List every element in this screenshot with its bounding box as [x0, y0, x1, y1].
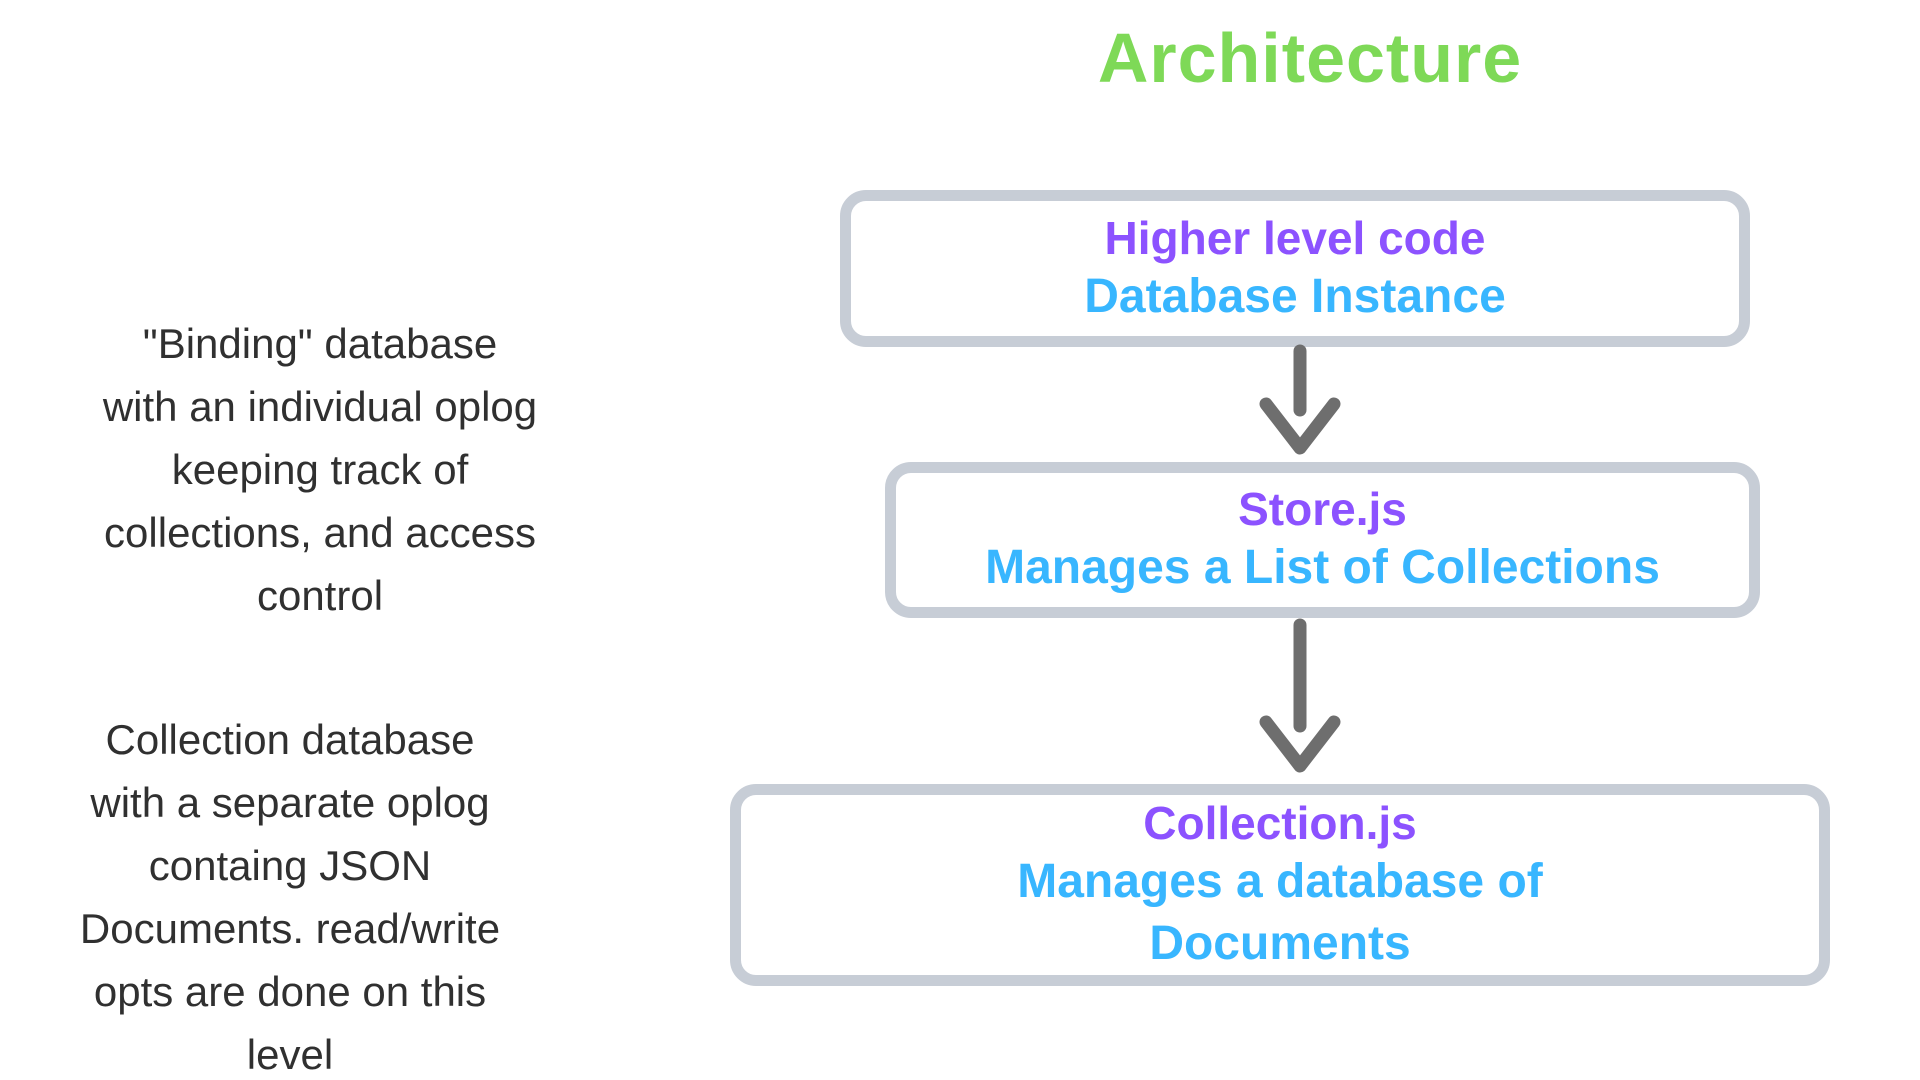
down-arrow-icon [1259, 344, 1341, 455]
node-database-instance: Higher level code Database Instance [840, 190, 1750, 347]
node-database-instance-subheading: Database Instance [1084, 269, 1506, 323]
annotation-collection-database: Collection database with a separate oplo… [79, 716, 501, 1078]
page-title: Architecture [1097, 19, 1523, 97]
down-arrow-stroke [1259, 344, 1341, 455]
down-arrow-icon [1259, 618, 1341, 773]
node-collection-js-heading: Collection.js [1143, 797, 1417, 849]
node-store-js-subheading: Manages a List of Collections [985, 541, 1660, 594]
node-database-instance-heading: Higher level code [1104, 211, 1486, 264]
node-store-js: Store.js Manages a List of Collections [885, 462, 1760, 618]
down-arrow-stroke [1259, 618, 1341, 773]
node-collection-js-subheading: Manages a database of Documents [1017, 855, 1543, 970]
node-store-js-heading: Store.js [1238, 483, 1407, 535]
annotation-binding-database: "Binding" database with an individual op… [102, 320, 538, 619]
node-collection-js: Collection.js Manages a database of Docu… [730, 784, 1830, 986]
